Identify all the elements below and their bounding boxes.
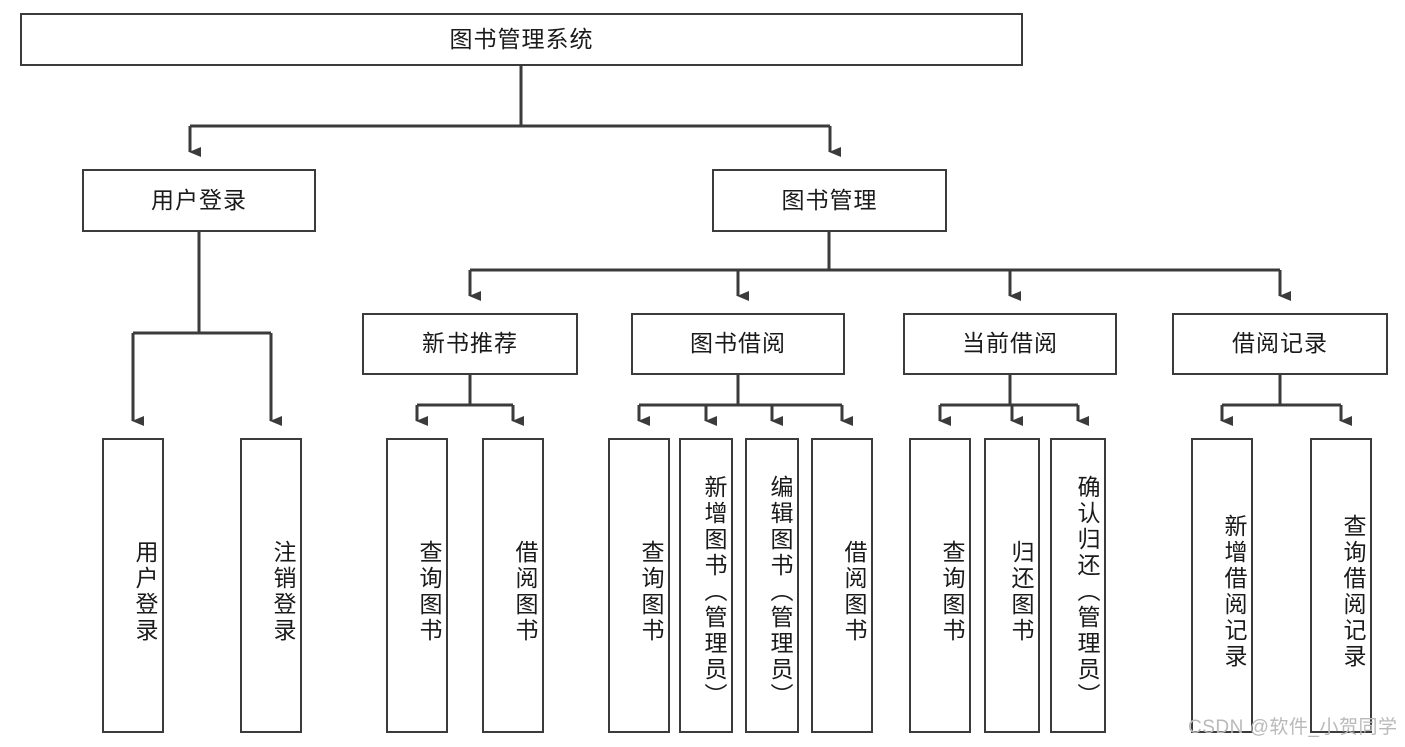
node-leaf-query-borrow-record[interactable]: 查询借阅记录: [1310, 438, 1372, 733]
node-root[interactable]: 图书管理系统: [20, 13, 1023, 66]
node-leaf-borrow-book-2[interactable]: 借阅图书: [811, 438, 873, 733]
node-new-book-rec-label: 新书推荐: [422, 330, 518, 357]
node-user-login-label: 用户登录: [151, 186, 247, 213]
node-leaf-user-logout-label: 注销登录: [270, 539, 296, 644]
node-leaf-query-borrow-record-label: 查询借阅记录: [1340, 513, 1366, 670]
node-borrow-record[interactable]: 借阅记录: [1172, 313, 1388, 375]
node-leaf-query-book-3[interactable]: 查询图书: [909, 438, 971, 733]
node-leaf-confirm-return-admin[interactable]: 确认归还（管理员）: [1050, 438, 1106, 733]
node-book-borrow-label: 图书借阅: [690, 330, 786, 357]
node-leaf-user-logout[interactable]: 注销登录: [240, 438, 302, 733]
node-leaf-return-book-label: 归还图书: [1008, 539, 1034, 644]
node-leaf-return-book[interactable]: 归还图书: [984, 438, 1040, 733]
node-book-manage[interactable]: 图书管理: [712, 169, 947, 232]
node-root-label: 图书管理系统: [449, 25, 594, 52]
node-new-book-rec[interactable]: 新书推荐: [362, 313, 578, 375]
node-leaf-confirm-return-admin-label: 确认归还（管理员）: [1074, 474, 1100, 709]
node-borrow-record-label: 借阅记录: [1232, 330, 1328, 357]
node-leaf-query-book-1[interactable]: 查询图书: [386, 438, 448, 733]
node-leaf-borrow-book-1-label: 借阅图书: [512, 539, 538, 644]
watermark: CSDN @软件_小贺同学: [1188, 717, 1398, 738]
node-leaf-borrow-book-2-label: 借阅图书: [841, 539, 867, 644]
node-leaf-add-book-admin[interactable]: 新增图书（管理员）: [679, 438, 733, 733]
node-leaf-user-login[interactable]: 用户登录: [102, 438, 164, 733]
node-leaf-edit-book-admin[interactable]: 编辑图书（管理员）: [745, 438, 799, 733]
node-leaf-query-book-1-label: 查询图书: [416, 539, 442, 644]
node-user-login[interactable]: 用户登录: [82, 169, 316, 232]
node-current-borrow-label: 当前借阅: [962, 330, 1058, 357]
node-book-manage-label: 图书管理: [781, 186, 878, 213]
node-leaf-edit-book-admin-label: 编辑图书（管理员）: [767, 474, 793, 709]
node-leaf-add-borrow-record[interactable]: 新增借阅记录: [1191, 438, 1253, 733]
node-current-borrow[interactable]: 当前借阅: [903, 313, 1117, 375]
node-book-borrow[interactable]: 图书借阅: [631, 313, 845, 375]
node-leaf-add-book-admin-label: 新增图书（管理员）: [701, 474, 727, 709]
node-leaf-query-book-3-label: 查询图书: [939, 539, 965, 644]
node-leaf-add-borrow-record-label: 新增借阅记录: [1221, 513, 1247, 670]
node-leaf-borrow-book-1[interactable]: 借阅图书: [482, 438, 544, 733]
node-leaf-query-book-2-label: 查询图书: [638, 539, 664, 644]
node-leaf-user-login-label: 用户登录: [132, 539, 158, 644]
node-leaf-query-book-2[interactable]: 查询图书: [608, 438, 670, 733]
